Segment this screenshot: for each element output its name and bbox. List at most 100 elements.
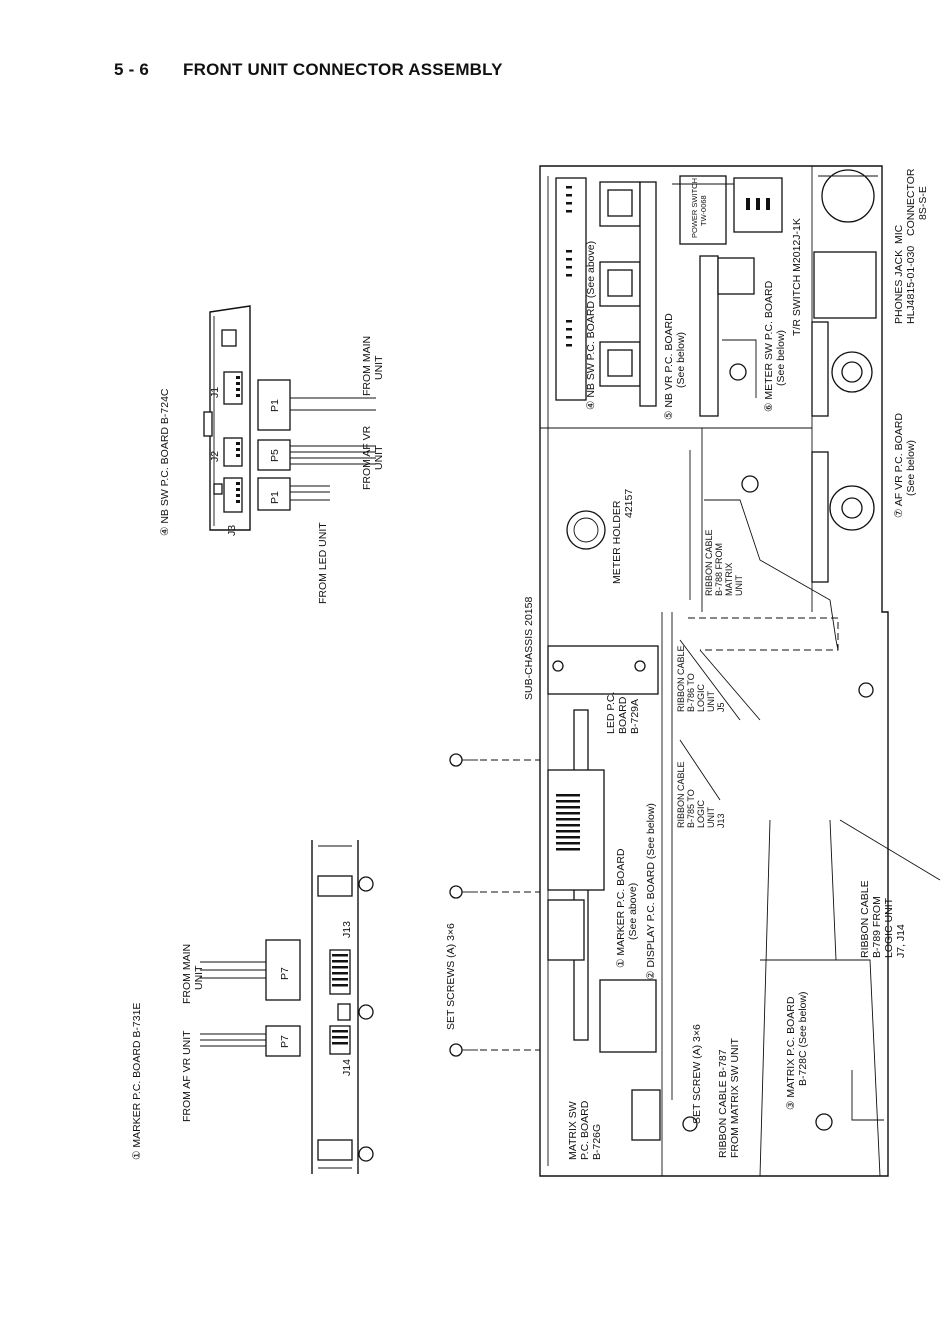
marker-plug-p7-bottom — [265, 1025, 301, 1057]
nb-from-main-line2: UNIT — [373, 355, 385, 380]
power-switch-line2: TW-0068 — [699, 195, 708, 226]
set-screws — [449, 753, 540, 1057]
nb-label-j3: J3 — [226, 525, 238, 536]
marker-from-main-line2: UNIT — [193, 965, 205, 990]
nb-from-afvr-line2: UNIT — [373, 445, 385, 470]
marker-from-afvr: FROM AF VR UNIT — [181, 1030, 193, 1122]
nb-label-p1-bottom: P1 — [269, 491, 281, 504]
marker-connector-j13 — [329, 949, 351, 995]
marker-label-p7-top: P7 — [279, 967, 291, 980]
ribbon-787-line2: FROM MATRIX SW UNIT — [729, 1037, 741, 1158]
nb-label-j2: J2 — [209, 451, 221, 462]
ribbon-785-line1: RIBBON CABLE — [676, 761, 686, 828]
nb-vr-board-line2: (See below) — [675, 332, 687, 388]
nb-plug-p1-bottom — [257, 477, 291, 511]
marker-detail: ① MARKER P.C. BOARD B-731E P7 P7 J13 J14… — [131, 840, 374, 1174]
section-title: FRONT UNIT CONNECTOR ASSEMBLY — [183, 60, 503, 79]
display-board-label: ② DISPLAY P.C. BOARD (See below) — [645, 803, 657, 980]
matrix-sw-line3: B-726G — [591, 1124, 603, 1160]
mic-connector-line3: 8S-S-E — [917, 186, 929, 220]
ribbon-789-line2: B-789 FROM — [871, 896, 883, 958]
meter-sw-board-shape — [699, 255, 719, 417]
ribbon-786-line2: B-786 TO — [686, 673, 696, 712]
led-board-line1: LED P.C. — [605, 692, 617, 734]
phones-jack-shape — [813, 251, 877, 319]
mic-connector-line2: CONNECTOR — [905, 168, 917, 236]
meter-sw-board-line1: ⑥ METER SW P.C. BOARD — [763, 280, 775, 412]
nb-detail-title: ④ NB SW P.C. BOARD B-724C — [159, 388, 171, 536]
nb-from-afvr-line1: FROM AF VR — [361, 425, 373, 490]
af-vr-board-line2: (See below) — [905, 440, 917, 496]
af-vr-board-line1: ⑦ AF VR P.C. BOARD — [893, 413, 905, 518]
nb-plug-p1-top — [257, 379, 291, 431]
marker-plug-p7-top — [265, 939, 301, 1001]
af-vr-board-shape — [811, 451, 829, 583]
main-chassis — [539, 165, 941, 1177]
marker-from-main-line1: FROM MAIN — [181, 944, 193, 1004]
power-switch-line1: POWER SWITCH — [690, 178, 699, 238]
nb-vr-board-shape — [639, 181, 657, 407]
ribbon-786-line5: J5 — [716, 702, 726, 712]
ribbon-788-line3: MATRIX — [724, 563, 734, 596]
marker-label-j14: J14 — [341, 1059, 353, 1076]
matrix-board-line1: ③ MATRIX P.C. BOARD — [785, 996, 797, 1110]
phones-jack-line1: PHONES JACK — [893, 250, 905, 324]
ribbon-786-line1: RIBBON CABLE — [676, 645, 686, 712]
matrix-board-line2: B-728C (See below) — [797, 991, 809, 1086]
nb-from-main-line1: FROM MAIN — [361, 336, 373, 396]
nb-sw-board-label: ④ NB SW P.C. BOARD (See above) — [585, 241, 597, 410]
matrix-sw-line2: P.C. BOARD — [579, 1100, 591, 1160]
marker-board-line2: (See above) — [627, 883, 639, 940]
nb-label-p1-top: P1 — [269, 399, 281, 412]
phones-jack-line2: HLJ4815-01-030 — [905, 246, 917, 324]
marker-detail-title: ① MARKER P.C. BOARD B-731E — [131, 1003, 143, 1160]
ribbon-789-line1: RIBBON CABLE — [859, 880, 871, 958]
marker-board-line1: ① MARKER P.C. BOARD — [615, 848, 627, 968]
display-board-shape — [599, 979, 657, 1053]
ribbon-785-line3: LOGIC — [696, 799, 706, 828]
set-screw-single-label: SET SCREW (A) 3×6 — [691, 1024, 703, 1124]
marker-connector-j14 — [329, 1025, 351, 1055]
marker-label-p7-bottom: P7 — [279, 1035, 291, 1048]
meter-holder-line1: METER HOLDER — [611, 500, 623, 584]
set-screws-label: SET SCREWS (A) 3×6 — [445, 923, 457, 1030]
meter-sw-board-line2: (See below) — [775, 330, 787, 386]
nb-sw-detail: ④ NB SW P.C. BOARD B-724C J1 J2 J3 P1 P5… — [159, 305, 385, 604]
ribbon-788-line4: UNIT — [734, 575, 744, 596]
sub-chassis-label: SUB-CHASSIS 20158 — [523, 597, 535, 700]
meter-holder-line2: 42157 — [623, 489, 635, 518]
ribbon-788-line2: B-788 FROM — [714, 543, 724, 596]
ribbon-788-line1: RIBBON CABLE — [704, 529, 714, 596]
nb-vr-board-line1: ⑤ NB VR P.C. BOARD — [663, 313, 675, 420]
led-board-line2: BOARD — [617, 696, 629, 734]
mic-connector-shape — [821, 169, 875, 223]
page-title: 5 - 6 FRONT UNIT CONNECTOR ASSEMBLY — [114, 60, 503, 80]
ribbon-789-line4: J7, J14 — [895, 924, 907, 958]
matrix-sw-line1: MATRIX SW — [567, 1101, 579, 1160]
tr-switch-label: T/R SWITCH M2012J-1K — [791, 218, 803, 336]
nb-label-j1: J1 — [209, 387, 221, 398]
ribbon-787-line1: RIBBON CABLE B-787 — [717, 1049, 729, 1158]
ribbon-785-line2: B-785 TO — [686, 789, 696, 828]
ribbon-785-line4: UNIT — [706, 807, 716, 828]
led-board-line3: B-729A — [629, 699, 641, 734]
nb-plug-p5 — [257, 439, 291, 471]
meter-holder-shape — [566, 510, 606, 550]
matrix-sw-board-shape — [631, 1089, 661, 1141]
ribbon-789-line3: LOGIC UNIT — [883, 897, 895, 958]
nb-from-led: FROM LED UNIT — [317, 522, 329, 604]
nb-connector-j3 — [223, 477, 243, 513]
ribbon-786-line4: UNIT — [706, 691, 716, 712]
section-number: 5 - 6 — [114, 60, 150, 79]
mic-connector-line1: MIC — [893, 224, 905, 244]
nb-sw-board-shape — [555, 177, 587, 401]
led-board-shape — [547, 645, 659, 695]
nb-connector-j1 — [223, 371, 243, 405]
nb-label-p5: P5 — [269, 449, 281, 462]
ribbon-786-line3: LOGIC — [696, 683, 706, 712]
marker-label-j13: J13 — [341, 921, 353, 938]
power-switch-shape — [679, 175, 727, 245]
ribbon-785-line5: J13 — [716, 813, 726, 828]
nb-connector-j2 — [223, 437, 243, 467]
